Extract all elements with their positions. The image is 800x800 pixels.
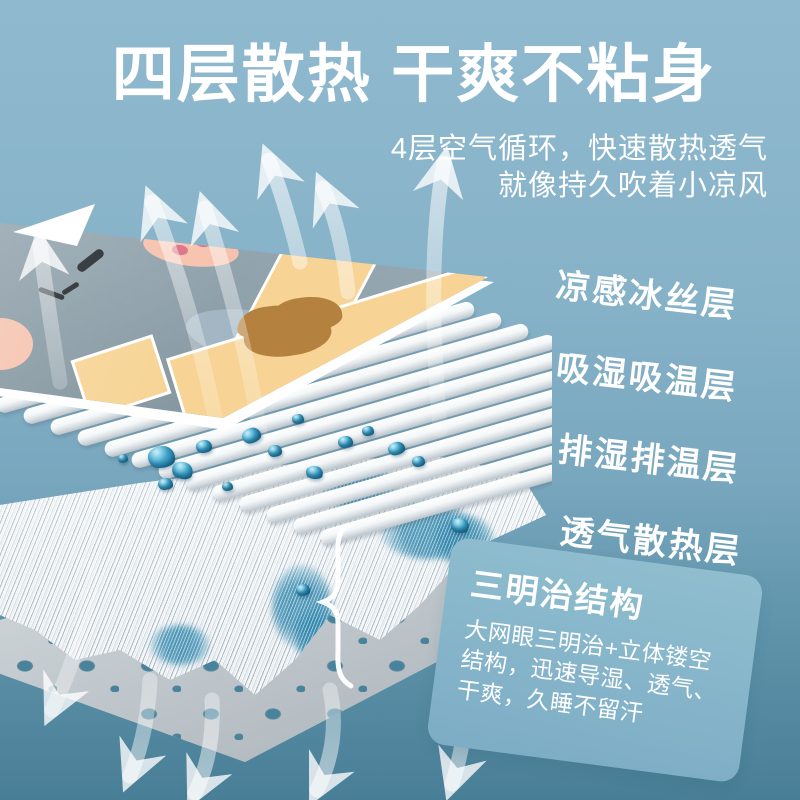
bear-mouth-print: [61, 281, 80, 296]
pig-snout-print: [141, 224, 241, 272]
layer-label-absorb: 吸湿吸温层: [554, 348, 740, 408]
bear-mouth-print: [37, 286, 66, 301]
water-droplet: [196, 440, 212, 453]
subtitle-line-1: 4层空气循环，快速散热透气: [390, 133, 768, 165]
water-droplet: [222, 482, 233, 491]
layer-label-cool-silk: 凉感冰丝层: [554, 266, 740, 326]
fabric-layer-illustration: [0, 190, 511, 436]
water-droplet: [362, 426, 374, 436]
water-droplet: [296, 584, 310, 596]
page-subtitle: 4层空气循环，快速散热透气 就像持久吹着小凉风: [300, 131, 768, 204]
water-droplet: [412, 456, 425, 467]
moisture-spot: [150, 625, 210, 665]
water-droplet: [118, 454, 128, 463]
bear-eye-print: [75, 247, 106, 274]
water-droplet: [292, 414, 304, 424]
water-droplet: [338, 436, 353, 448]
water-droplet: [268, 445, 282, 457]
water-droplet: [158, 478, 173, 490]
layer-label-wick: 排湿排温层: [556, 430, 742, 490]
pink-print-patch: [0, 318, 33, 370]
water-droplet: [148, 446, 175, 468]
callout-panel: 三明治结构 大网眼三明治+立体镂空结构，迅速导湿、透气、干爽，久睡不留汗: [425, 536, 765, 784]
page-title: 四层散热 干爽不粘身: [111, 40, 717, 110]
subtitle-line-2: 就像持久吹着小凉风: [497, 169, 768, 202]
